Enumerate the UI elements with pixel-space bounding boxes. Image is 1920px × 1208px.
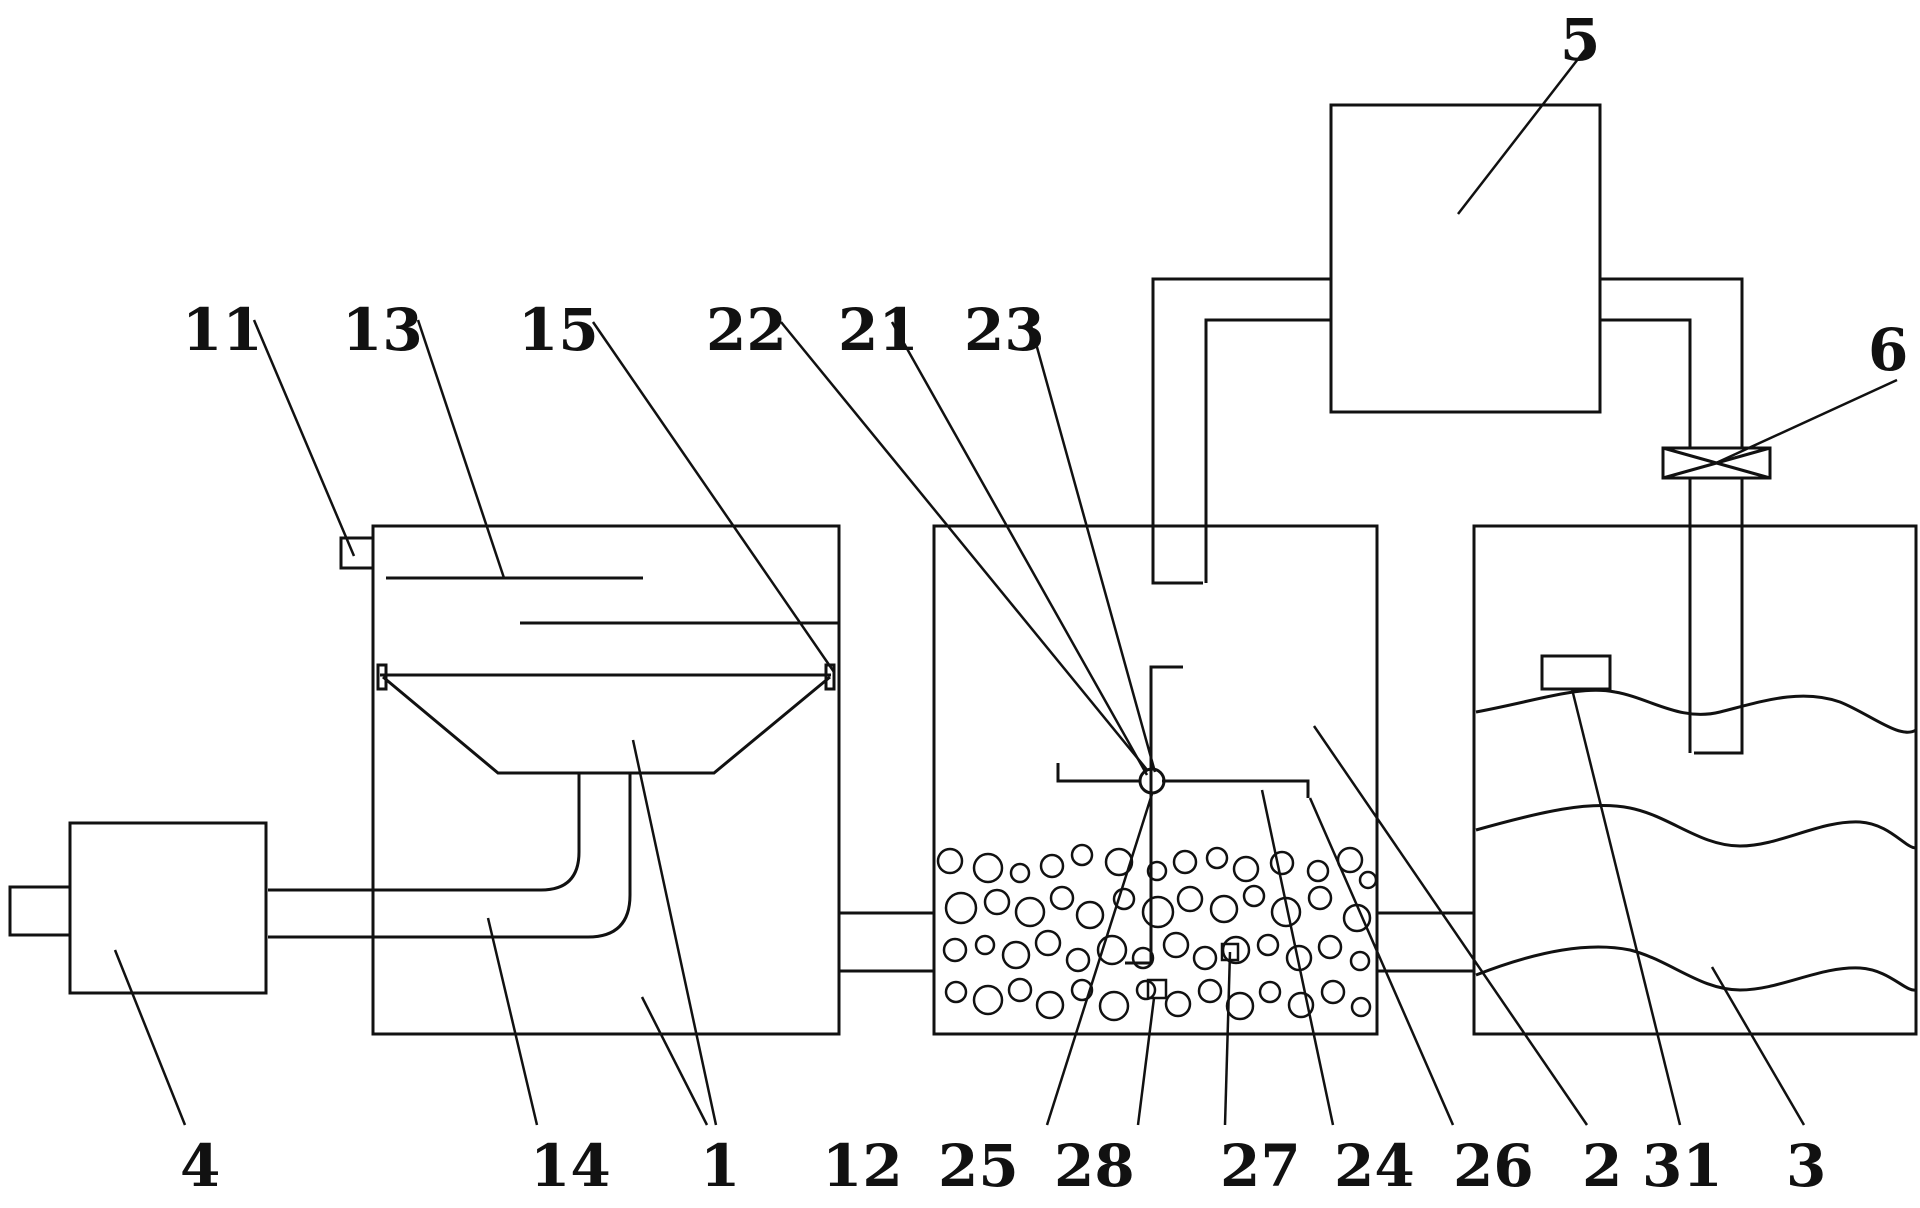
label-31: 31 — [1642, 1132, 1723, 1200]
pipe-left-outer — [1151, 277, 1331, 585]
label-23: 23 — [964, 296, 1045, 364]
label-12: 12 — [822, 1132, 903, 1200]
label-25: 25 — [938, 1132, 1019, 1200]
leader-lines — [113, 49, 1898, 1126]
pipe-14-outer — [268, 773, 632, 939]
label-27: 27 — [1220, 1132, 1301, 1200]
label-11: 11 — [182, 296, 263, 364]
float-31 — [1540, 654, 1612, 691]
label-13: 13 — [342, 296, 423, 364]
bracket-15-left — [376, 663, 388, 691]
label-24: 24 — [1334, 1132, 1415, 1200]
pipe-right-outer — [1600, 277, 1744, 755]
port-11 — [339, 536, 375, 570]
sensor-28 — [1146, 978, 1168, 1000]
joint-21 — [1138, 767, 1166, 795]
label-15: 15 — [518, 296, 599, 364]
tank-3 — [1472, 524, 1918, 1036]
tank-1 — [268, 524, 841, 1036]
pipe-23 — [1125, 665, 1183, 965]
label-2: 2 — [1582, 1132, 1622, 1200]
wave-2 — [1475, 803, 1917, 850]
tank-2 — [932, 524, 1379, 1036]
label-26: 26 — [1453, 1132, 1534, 1200]
label-6: 6 — [1868, 316, 1908, 384]
gravel-bed — [936, 843, 1378, 1022]
pump-4 — [8, 821, 268, 995]
pipe-left-inner — [1204, 318, 1331, 583]
label-21: 21 — [838, 296, 919, 364]
wave-1 — [1475, 688, 1917, 734]
wave-3 — [1475, 945, 1917, 992]
arm-22 — [1056, 763, 1140, 783]
label-5: 5 — [1560, 6, 1600, 74]
arm-26 — [1162, 779, 1310, 798]
label-22: 22 — [706, 296, 787, 364]
pump-4-nozzle — [8, 885, 72, 937]
pipe-14-inner — [268, 773, 581, 892]
callout-labels: 11 13 15 22 21 23 5 6 4 14 1 12 25 28 27… — [180, 6, 1908, 1200]
label-4: 4 — [180, 1132, 220, 1200]
label-1: 1 — [700, 1132, 740, 1200]
label-14: 14 — [530, 1132, 611, 1200]
label-3: 3 — [1786, 1132, 1826, 1200]
pipe-right-inner — [1600, 318, 1692, 753]
unit-5 — [1329, 103, 1602, 414]
label-28: 28 — [1054, 1132, 1135, 1200]
filter-funnel-12 — [382, 675, 831, 775]
